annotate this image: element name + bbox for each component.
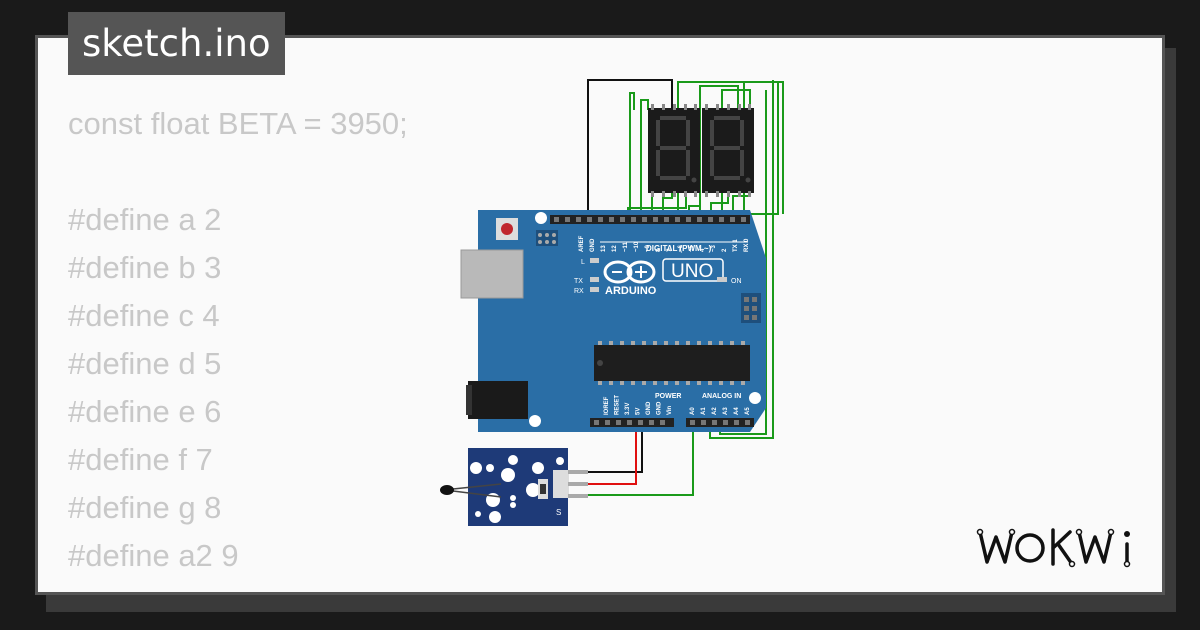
wire-seg-1 [629, 92, 635, 216]
on-led-label: ON [731, 278, 742, 285]
tx-led [590, 277, 599, 282]
pin-label: 8 [656, 248, 662, 252]
wire-gnd-display [587, 79, 673, 216]
power-jack [468, 381, 528, 419]
pin-label: 12 [612, 245, 618, 252]
thermistor-bead [440, 485, 454, 495]
pin-label: ~3 [711, 244, 717, 252]
analog-label: ANALOG IN [702, 393, 741, 400]
sketch-filename-label: sketch.ino [68, 12, 285, 75]
pin-label: 5V [636, 408, 642, 415]
l-led-label: L [581, 259, 585, 266]
pin-label: GND [646, 401, 652, 415]
on-led [717, 277, 727, 282]
wire-sensor-signal [586, 421, 694, 496]
sensor-pin-header [553, 470, 569, 498]
board-model: UNO [671, 261, 713, 282]
arduino-uno-board: DIGITAL (PWM ~) L TX RX UNO ARDUINO ON [460, 210, 766, 432]
l-led [590, 258, 599, 263]
pin-label: ~9 [645, 244, 651, 252]
pin-label: TX 1 [733, 239, 739, 252]
code-line: #define a 2 [68, 202, 222, 237]
usb-port [460, 249, 524, 299]
analog-pin-label: A0 [690, 407, 696, 415]
atmega-chip [594, 345, 750, 381]
analog-pin-label: A2 [712, 407, 718, 415]
code-line: #define f 7 [68, 442, 213, 477]
code-line: #define a2 9 [68, 538, 239, 573]
rx-led-label: RX [574, 288, 584, 295]
icsp-header-right [741, 293, 761, 323]
digital-label: DIGITAL (PWM ~) [646, 244, 712, 253]
pin-label: IOREF [604, 396, 610, 415]
wire-sensor-vcc [586, 421, 637, 485]
tx-led-label: TX [574, 278, 583, 285]
preview-card: const float BETA = 3950; #define a 2 #def… [35, 35, 1165, 595]
ntc-temperature-sensor-module: - S [440, 448, 588, 526]
wokwi-logo-mark [976, 528, 1131, 568]
pin-label: GND [590, 238, 596, 252]
analog-header [686, 418, 754, 427]
pin-label: AREF [579, 235, 585, 252]
pin-label: ~11 [623, 241, 629, 252]
pin-label: GND [657, 401, 663, 415]
sensor-pin-signal-label: S [556, 508, 561, 517]
analog-pin-label: A1 [701, 407, 707, 415]
analog-pin-label: A5 [745, 407, 751, 415]
power-label: POWER [655, 393, 681, 400]
pin-label: ~5 [689, 244, 695, 252]
mount-hole [535, 212, 547, 224]
sensor-pin-minus-label: - [557, 457, 560, 467]
wire-sensor-gnd [586, 421, 643, 473]
pin-label: ~10 [634, 241, 640, 252]
board-brand: ARDUINO [605, 285, 657, 297]
code-line: const float BETA = 3950; [68, 106, 408, 141]
pin-label: ~6 [678, 244, 684, 252]
wokwi-logo [975, 522, 1150, 583]
pin-label: 4 [700, 248, 706, 252]
code-preview: const float BETA = 3950; #define a 2 #def… [68, 100, 408, 592]
pin-label: 13 [601, 245, 607, 252]
analog-pin-label: A4 [734, 407, 740, 415]
mount-hole [529, 415, 541, 427]
pin-label: RESET [615, 395, 621, 415]
pin-label: Vin [667, 405, 673, 415]
pin-label: 3.3V [625, 403, 631, 415]
code-line: #define b 3 [68, 250, 222, 285]
circuit-diagram: DIGITAL (PWM ~) L TX RX UNO ARDUINO ON [440, 79, 784, 526]
pin-label: RX 0 [744, 238, 750, 252]
code-line: #define c 4 [68, 298, 220, 333]
rx-led [590, 287, 599, 292]
icsp-header-small [536, 230, 558, 246]
code-line: #define d 5 [68, 346, 222, 381]
seven-segment-display-1 [648, 104, 700, 197]
digital-header [550, 215, 750, 224]
arduino-logo [603, 260, 656, 284]
seven-segment-display-2 [702, 104, 754, 197]
code-line: #define g 8 [68, 490, 222, 525]
pin-label: 7 [667, 248, 673, 252]
pin-label: 2 [722, 248, 728, 252]
code-line: #define e 6 [68, 394, 222, 429]
code-line: #define b2 10 [68, 580, 408, 592]
mount-hole [749, 392, 761, 404]
wire-seg-2 [640, 99, 649, 216]
analog-pin-label: A3 [723, 407, 729, 415]
